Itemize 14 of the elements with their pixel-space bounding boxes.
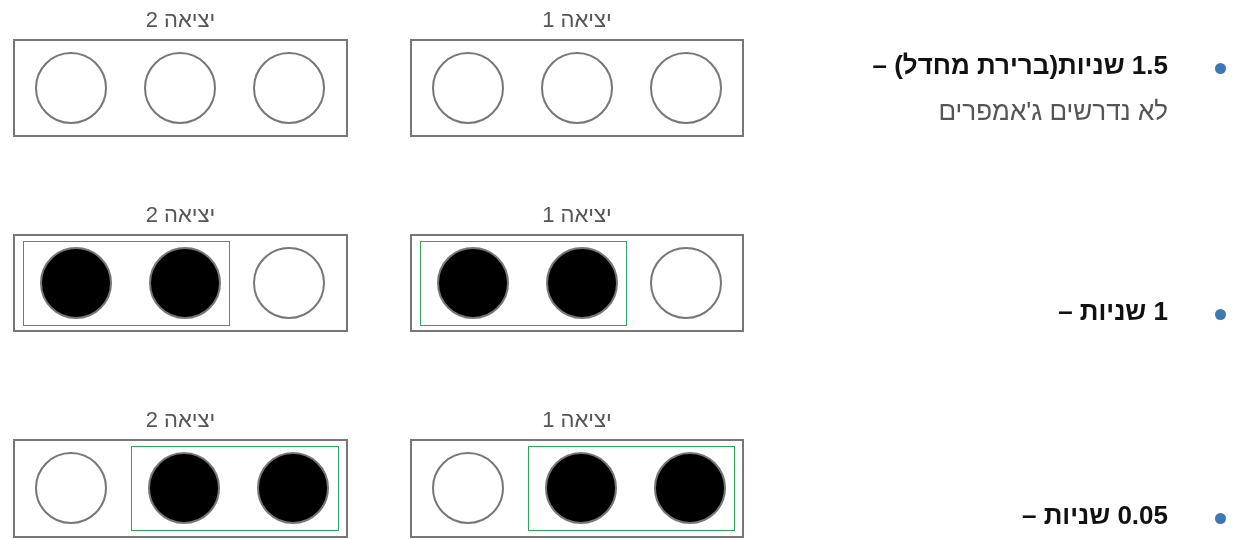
port-label: יציאה 1	[541, 406, 613, 434]
port-label: יציאה 1	[541, 6, 613, 34]
port-label: יציאה 1	[541, 201, 613, 229]
port-label: יציאה 2	[144, 201, 217, 229]
selection-frame	[420, 241, 627, 326]
port-label: יציאה 2	[144, 406, 217, 434]
bullet-text: 1.5 שניות(ברירת מחדל) –	[872, 50, 1168, 81]
selection-frame	[528, 446, 735, 531]
bullet-text: לא נדרשים ג'אמפרים	[938, 96, 1168, 127]
port-label: יציאה 2	[144, 6, 217, 34]
selection-frame	[23, 241, 230, 326]
bullet-text: 1 שניות –	[1058, 296, 1168, 327]
selection-frame	[131, 446, 339, 531]
bullet-text: 0.05 שניות –	[1022, 500, 1168, 531]
